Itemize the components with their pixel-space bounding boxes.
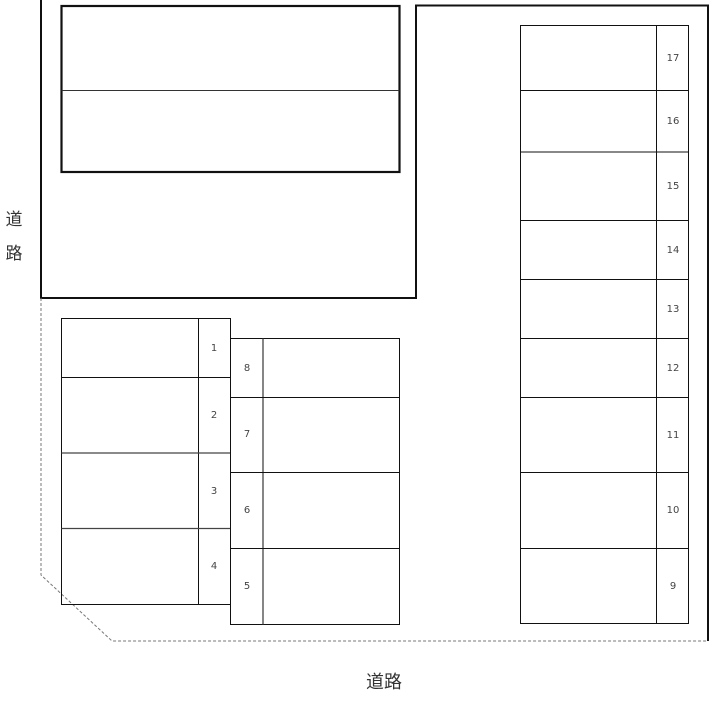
stall-number-5: 5 <box>244 581 250 592</box>
road-edge-dashed <box>40 298 708 642</box>
stall-number-15: 15 <box>667 181 680 192</box>
stall-group-5-8 <box>230 338 400 625</box>
stall-number-11: 11 <box>667 430 680 441</box>
road-label-bottom: 道路 <box>366 672 402 693</box>
stall-number-4: 4 <box>211 561 217 572</box>
stall-group-9-17 <box>520 25 689 624</box>
stall-number-7: 7 <box>244 429 250 440</box>
stall-number-12: 12 <box>667 363 680 374</box>
stall-number-14: 14 <box>667 245 680 256</box>
stall-group-1-4 <box>61 318 231 605</box>
building <box>60 4 401 174</box>
stall-number-17: 17 <box>667 53 680 64</box>
stall-number-8: 8 <box>244 363 250 374</box>
road-label-left-char1: 道 <box>5 210 23 230</box>
stall-number-16: 16 <box>667 116 680 127</box>
road-label-left: 道 路 <box>3 203 25 271</box>
stall-number-10: 10 <box>667 505 680 516</box>
stall-number-13: 13 <box>667 304 680 315</box>
stall-number-6: 6 <box>244 505 250 516</box>
road-label-left-char2: 路 <box>5 244 23 264</box>
stall-number-3: 3 <box>211 486 217 497</box>
site-boundary-left <box>40 0 709 641</box>
stall-number-2: 2 <box>211 410 217 421</box>
stall-number-9: 9 <box>670 581 676 592</box>
stall-number-1: 1 <box>211 343 217 354</box>
